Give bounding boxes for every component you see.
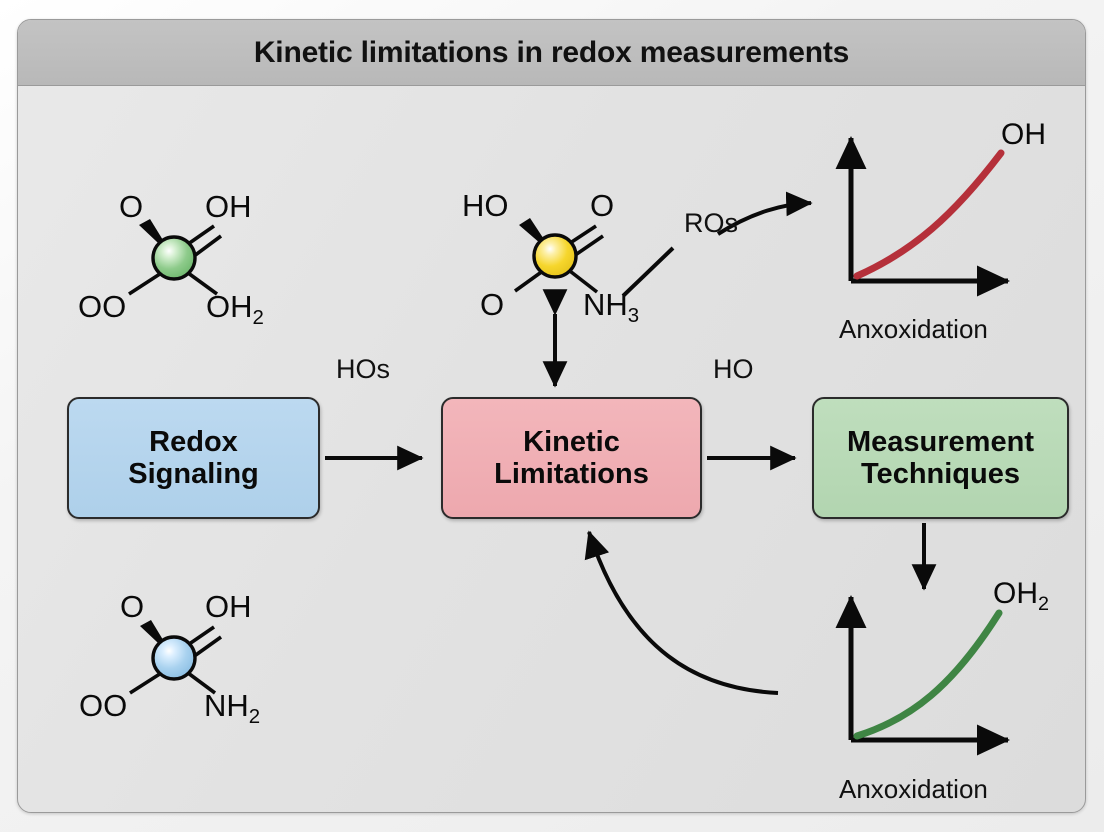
- arrow-label-ho: HO: [713, 354, 754, 384]
- bottom-chart-plot-area: [853, 591, 1008, 739]
- top-chart-curve: [853, 149, 1005, 280]
- top-chart-series-label: OH: [1001, 118, 1046, 157]
- molecule-green-label-top-left: O: [119, 189, 144, 224]
- top-chart-series-base: OH: [1001, 118, 1046, 151]
- page-title: Kinetic limitations in redox measurement…: [253, 35, 850, 69]
- molecule-yellow-br-base: NH: [583, 287, 628, 322]
- bottom-chart-series-label: OH2: [993, 577, 1049, 616]
- molecule-blue-label-bottom-right: NH2: [204, 688, 260, 729]
- top-chart-axes: [835, 135, 1011, 297]
- molecule-yellow-label-bottom-left: O: [480, 287, 505, 322]
- diagram-body: Redox Signaling Kinetic Limitations Meas…: [18, 86, 1085, 812]
- process-box-measurement-techniques[interactable]: Measurement Techniques: [812, 397, 1069, 519]
- molecule-yellow-label-bottom-right: NH3: [583, 287, 639, 328]
- bottom-chart-xaxis-label: Anxoxidation: [839, 774, 988, 804]
- process-box-kinetic-limitations[interactable]: Kinetic Limitations: [441, 397, 702, 519]
- molecule-yellow-bonds: [513, 218, 605, 294]
- bottom-chart-series-sub: 2: [1038, 593, 1050, 615]
- bottom-chart-curve: [853, 609, 1003, 740]
- process-box-redox-signaling[interactable]: Redox Signaling: [67, 397, 320, 519]
- molecule-green-label-top-right: OH: [205, 189, 252, 224]
- top-chart-plot-area: [853, 132, 1008, 280]
- molecule-blue-bonds: [129, 620, 223, 695]
- molecule-green-br-base: OH: [206, 289, 253, 324]
- box-measurement-line1: Measurement: [847, 425, 1034, 458]
- top-chart-xaxis-label: Anxoxidation: [839, 314, 988, 344]
- arrow-feedback-to-kinetic: [584, 530, 779, 695]
- diagram-panel: Kinetic limitations in redox measurement…: [17, 19, 1086, 813]
- box-measurement-line2: Techniques: [861, 458, 1020, 490]
- arrow-label-ros: ROs: [684, 208, 738, 238]
- box-redox-line1: Redox: [149, 425, 238, 458]
- molecule-green-bonds: [128, 219, 223, 296]
- molecule-green-label-bottom-right: OH2: [206, 289, 264, 330]
- molecule-blue-label-top-right: OH: [205, 589, 252, 624]
- box-redox-line2: Signaling: [128, 458, 259, 490]
- molecule-green-br-sub: 2: [252, 306, 264, 330]
- arrow-label-hos: HOs: [336, 354, 390, 384]
- box-kinetic-line2: Limitations: [494, 458, 649, 490]
- molecule-blue-br-sub: 2: [248, 705, 261, 729]
- molecule-yellow-label-top-left: HO: [462, 188, 509, 223]
- box-kinetic-line1: Kinetic: [523, 425, 620, 458]
- title-bar: Kinetic limitations in redox measurement…: [18, 20, 1085, 86]
- molecule-green-label-bottom-left: OO: [78, 289, 127, 324]
- molecule-blue-label-bottom-left: OO: [79, 688, 128, 723]
- molecule-yellow-label-top-right: O: [590, 188, 615, 223]
- molecule-blue-label-top-left: O: [120, 589, 145, 624]
- bottom-chart-series-base: OH: [993, 577, 1038, 610]
- bottom-chart-axes: [835, 594, 1011, 756]
- molecule-blue-br-base: NH: [204, 688, 249, 723]
- molecule-yellow-br-sub: 3: [627, 304, 640, 328]
